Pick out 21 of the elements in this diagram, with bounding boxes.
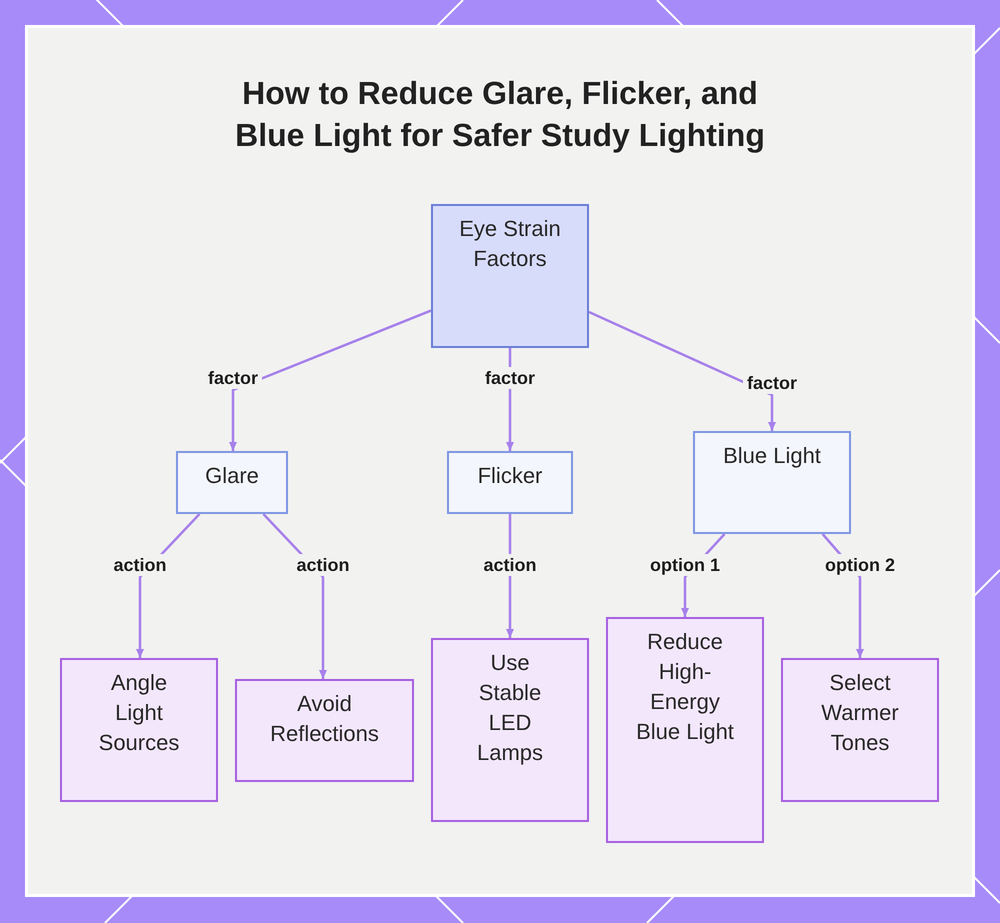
node-label: Reduce High-Energy Blue Light <box>635 628 735 746</box>
node-label: Angle Light Sources <box>98 669 180 757</box>
title: How to Reduce Glare, Flicker, and Blue Light for Safer Study Lighting <box>234 74 766 155</box>
category-box <box>447 451 573 514</box>
node-label: Glare <box>205 462 259 490</box>
node-label: Eye Strain Factors <box>458 215 562 273</box>
arrow <box>588 310 776 431</box>
category-box <box>693 431 851 534</box>
node-label: Avoid Reflections <box>269 690 380 748</box>
action-box <box>431 638 589 822</box>
node-label: Use Stable LED Lamps <box>476 649 544 767</box>
node-label: Blue Light <box>723 442 821 470</box>
root-box <box>431 204 589 348</box>
node-label: Flicker <box>478 462 542 490</box>
action-box <box>781 658 939 802</box>
action-box <box>606 617 764 843</box>
action-box <box>235 679 414 782</box>
category-box <box>176 451 288 514</box>
arrow <box>229 309 432 451</box>
node-label: Select Warmer Tones <box>820 669 900 757</box>
action-box <box>60 658 218 802</box>
